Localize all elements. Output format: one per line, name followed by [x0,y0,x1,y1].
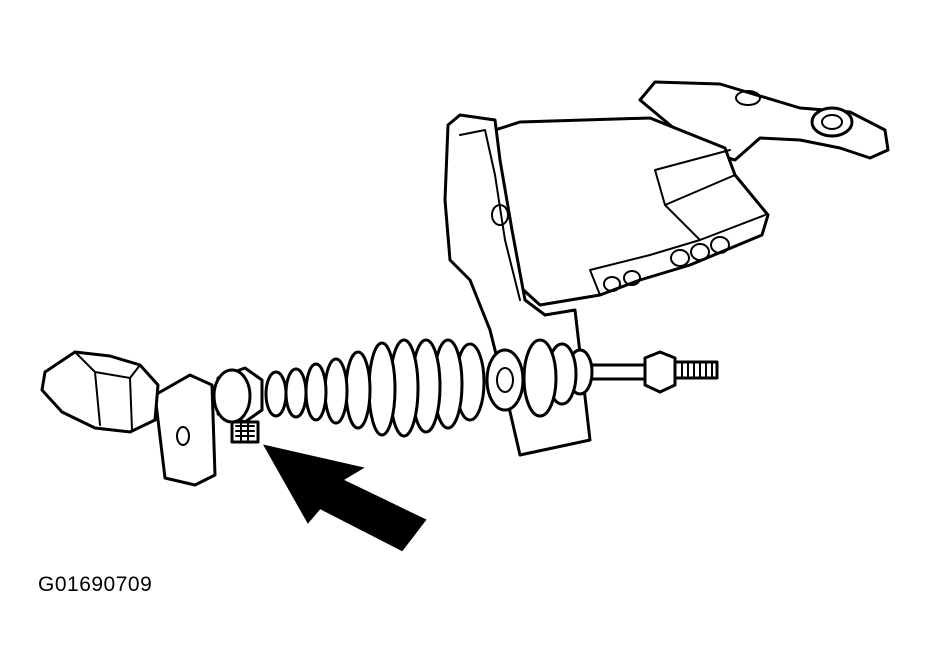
spring-seat [485,338,594,418]
actuator-housing [493,116,770,307]
left-end-bracket [153,373,217,487]
threaded-end-bolt [588,350,719,394]
pointer-arrow [263,444,427,552]
cable-end-collar [212,366,264,424]
adjuster-nut [230,420,260,444]
coil-spring [264,338,486,438]
figure-code-label: G01690709 [38,573,153,596]
left-terminal-block [40,350,160,434]
